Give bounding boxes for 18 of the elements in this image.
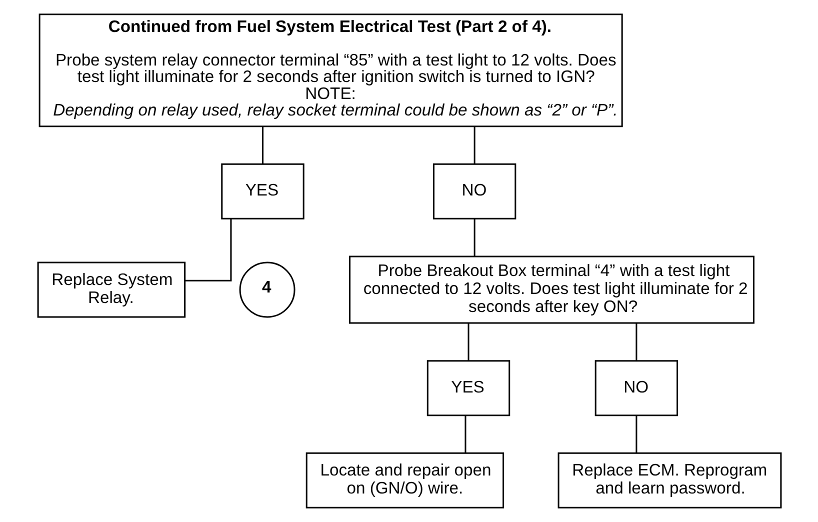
node-circle: 4 (238, 262, 295, 318)
node-box: Replace System Relay. (36, 262, 186, 318)
connector (184, 218, 232, 282)
connector (467, 323, 469, 361)
connector (261, 126, 263, 164)
connector (473, 126, 475, 164)
node-box: YES (426, 360, 510, 416)
connector (635, 416, 637, 453)
node-box: NO (594, 360, 678, 416)
node-box: Probe Breakout Box terminal “4” with a test light connected to 12 volts. Does test light illuminate for 2 seconds after key ON? (348, 256, 754, 324)
node-box: Locate and repair open on (GN/O) wire. (305, 452, 504, 508)
node-box: Replace ECM. Reprogram and learn password. (557, 452, 782, 508)
node-box: YES (220, 163, 304, 220)
node-box: NO (432, 163, 516, 220)
connector (473, 218, 475, 256)
connector (635, 323, 637, 361)
node-box: Continued from Fuel System Electrical Test (Part 2 of 4). Probe system relay connector terminal “85” with a test light to 12 volts. Does test light illuminate for 2 seconds after ignition switch is turned to IGN? NOTE: Depending on relay used, relay socket terminal could be shown as “2” or “P”. (38, 14, 622, 128)
connector (464, 416, 466, 453)
